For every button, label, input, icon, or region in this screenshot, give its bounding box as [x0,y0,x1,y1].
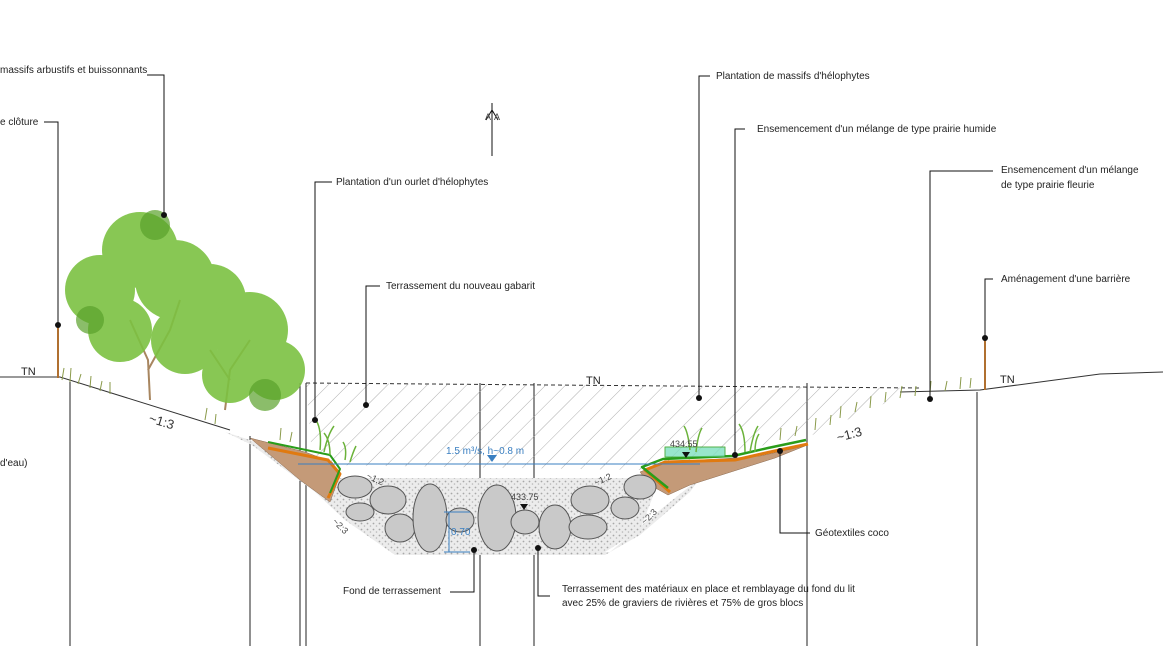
label-massifs-helophytes: Plantation de massifs d'hélophytes [716,71,870,82]
label-remblayage-1: Terrassement des matériaux en place et r… [562,584,855,595]
geotextile-layer [267,438,809,499]
excavation-area [306,383,920,470]
label-massifs-arbustifs: massifs arbustifs et buissonnants [0,65,147,76]
leader-dots [55,212,988,553]
label-ourlet-helophytes: Plantation d'un ourlet d'hélophytes [336,177,488,188]
flow-label: 1.5 m³/s, h~0.8 m [446,446,524,457]
bed-level: 433.75 [511,492,539,502]
label-barriere: Aménagement d'une barrière [1001,274,1131,285]
tn-center: TN [586,375,601,387]
depth-dimension [444,511,470,553]
section-marker-left: A [485,112,491,122]
label-prairie-humide: Ensemencement d'un mélange de type prair… [757,124,997,135]
level-marker-icon [520,504,528,510]
label-prairie-fleurie-1: Ensemencement d'un mélange [1001,165,1139,176]
label-remblayage-2: avec 25% de graviers de rivières et 75% … [562,598,803,609]
label-cloture: e clôture [0,117,39,128]
label-prairie-fleurie-2: de type prairie fleurie [1001,180,1095,191]
slope-right-bank: ~1:3 [835,424,864,445]
label-fond-terrassement: Fond de terrassement [343,586,441,597]
boulders [337,474,657,553]
depth-label: 0.70 [451,527,471,538]
label-cours-eau: d'eau) [0,458,28,469]
water-level-icon [487,455,497,462]
bank-level-marker-icon [682,452,690,458]
shrub-massif [65,210,305,411]
label-terrassement-gabarit: Terrassement du nouveau gabarit [386,281,535,292]
label-geotextiles: Géotextiles coco [815,528,889,539]
section-arrow-icon [485,103,499,156]
slope-left-bank: ~1:3 [147,411,176,433]
leader-lines [44,74,993,597]
tn-left: TN [21,366,36,378]
section-marker-right: A [494,112,500,122]
helophyte-plants [315,419,760,463]
terrain-line [0,371,1163,431]
tn-right: TN [1000,374,1015,386]
bank-level: 434.55 [670,439,698,449]
